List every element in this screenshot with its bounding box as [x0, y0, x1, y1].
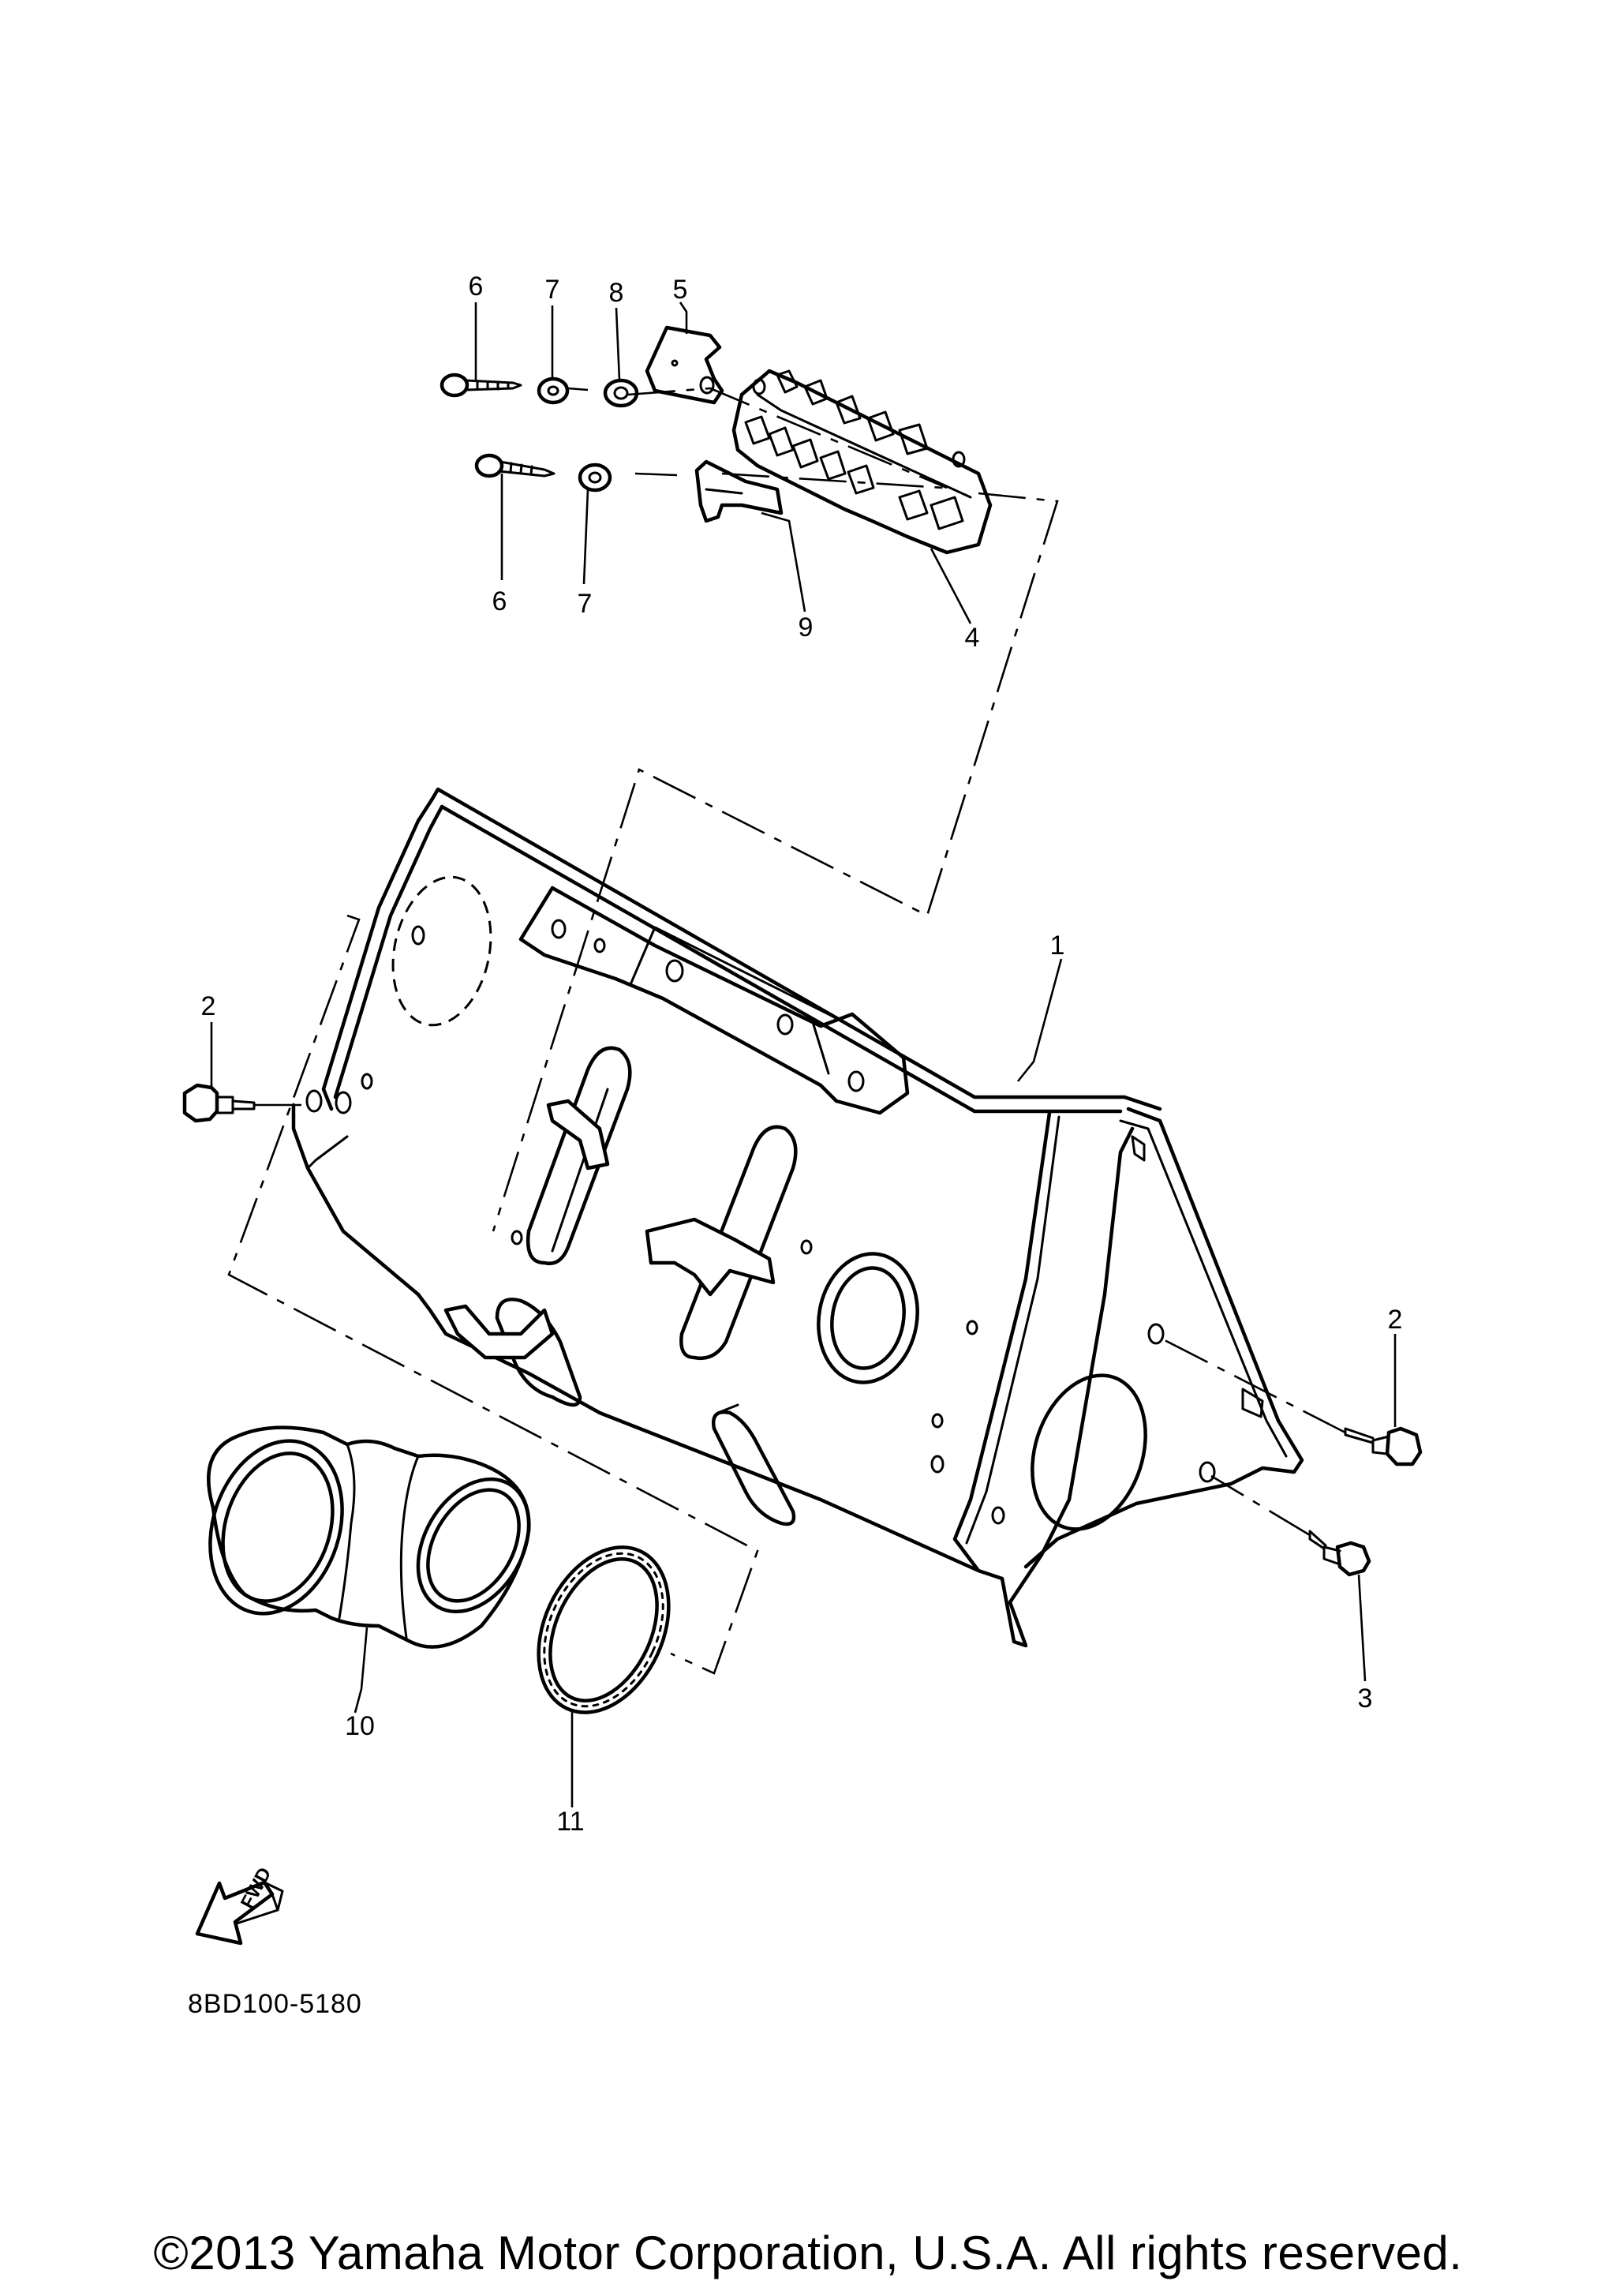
- callout-11: 11: [556, 1807, 585, 1837]
- main-panel: [291, 787, 1304, 1648]
- callout-8: 8: [608, 278, 624, 308]
- top-hardware: [440, 373, 639, 493]
- callout-5: 5: [672, 275, 688, 305]
- callout-7-lower: 7: [577, 589, 593, 619]
- copyright-notice: ©2013 Yamaha Motor Corporation, U.S.A. A…: [153, 2227, 1463, 2279]
- callout-4: 4: [964, 623, 980, 653]
- callout-2-left: 2: [200, 991, 216, 1021]
- callout-1: 1: [1049, 931, 1065, 961]
- diagram-code: 8BD100-5180: [188, 1989, 362, 2019]
- callout-7-upper: 7: [544, 275, 560, 305]
- callout-6-lower: 6: [492, 586, 507, 616]
- callout-3: 3: [1357, 1684, 1373, 1714]
- leader-lines: [210, 302, 1397, 1807]
- fwd-arrow-icon: [195, 1880, 284, 1946]
- fuse-box-assembly: [645, 325, 993, 555]
- intake-boot-and-clamp: [207, 1425, 671, 1714]
- callout-2-right: 2: [1387, 1305, 1403, 1335]
- bolts: [182, 1083, 1423, 1577]
- callout-9: 9: [798, 612, 814, 642]
- assembly-lines: [227, 387, 1346, 1675]
- callout-6-upper: 6: [468, 272, 484, 302]
- callout-10: 10: [345, 1711, 375, 1741]
